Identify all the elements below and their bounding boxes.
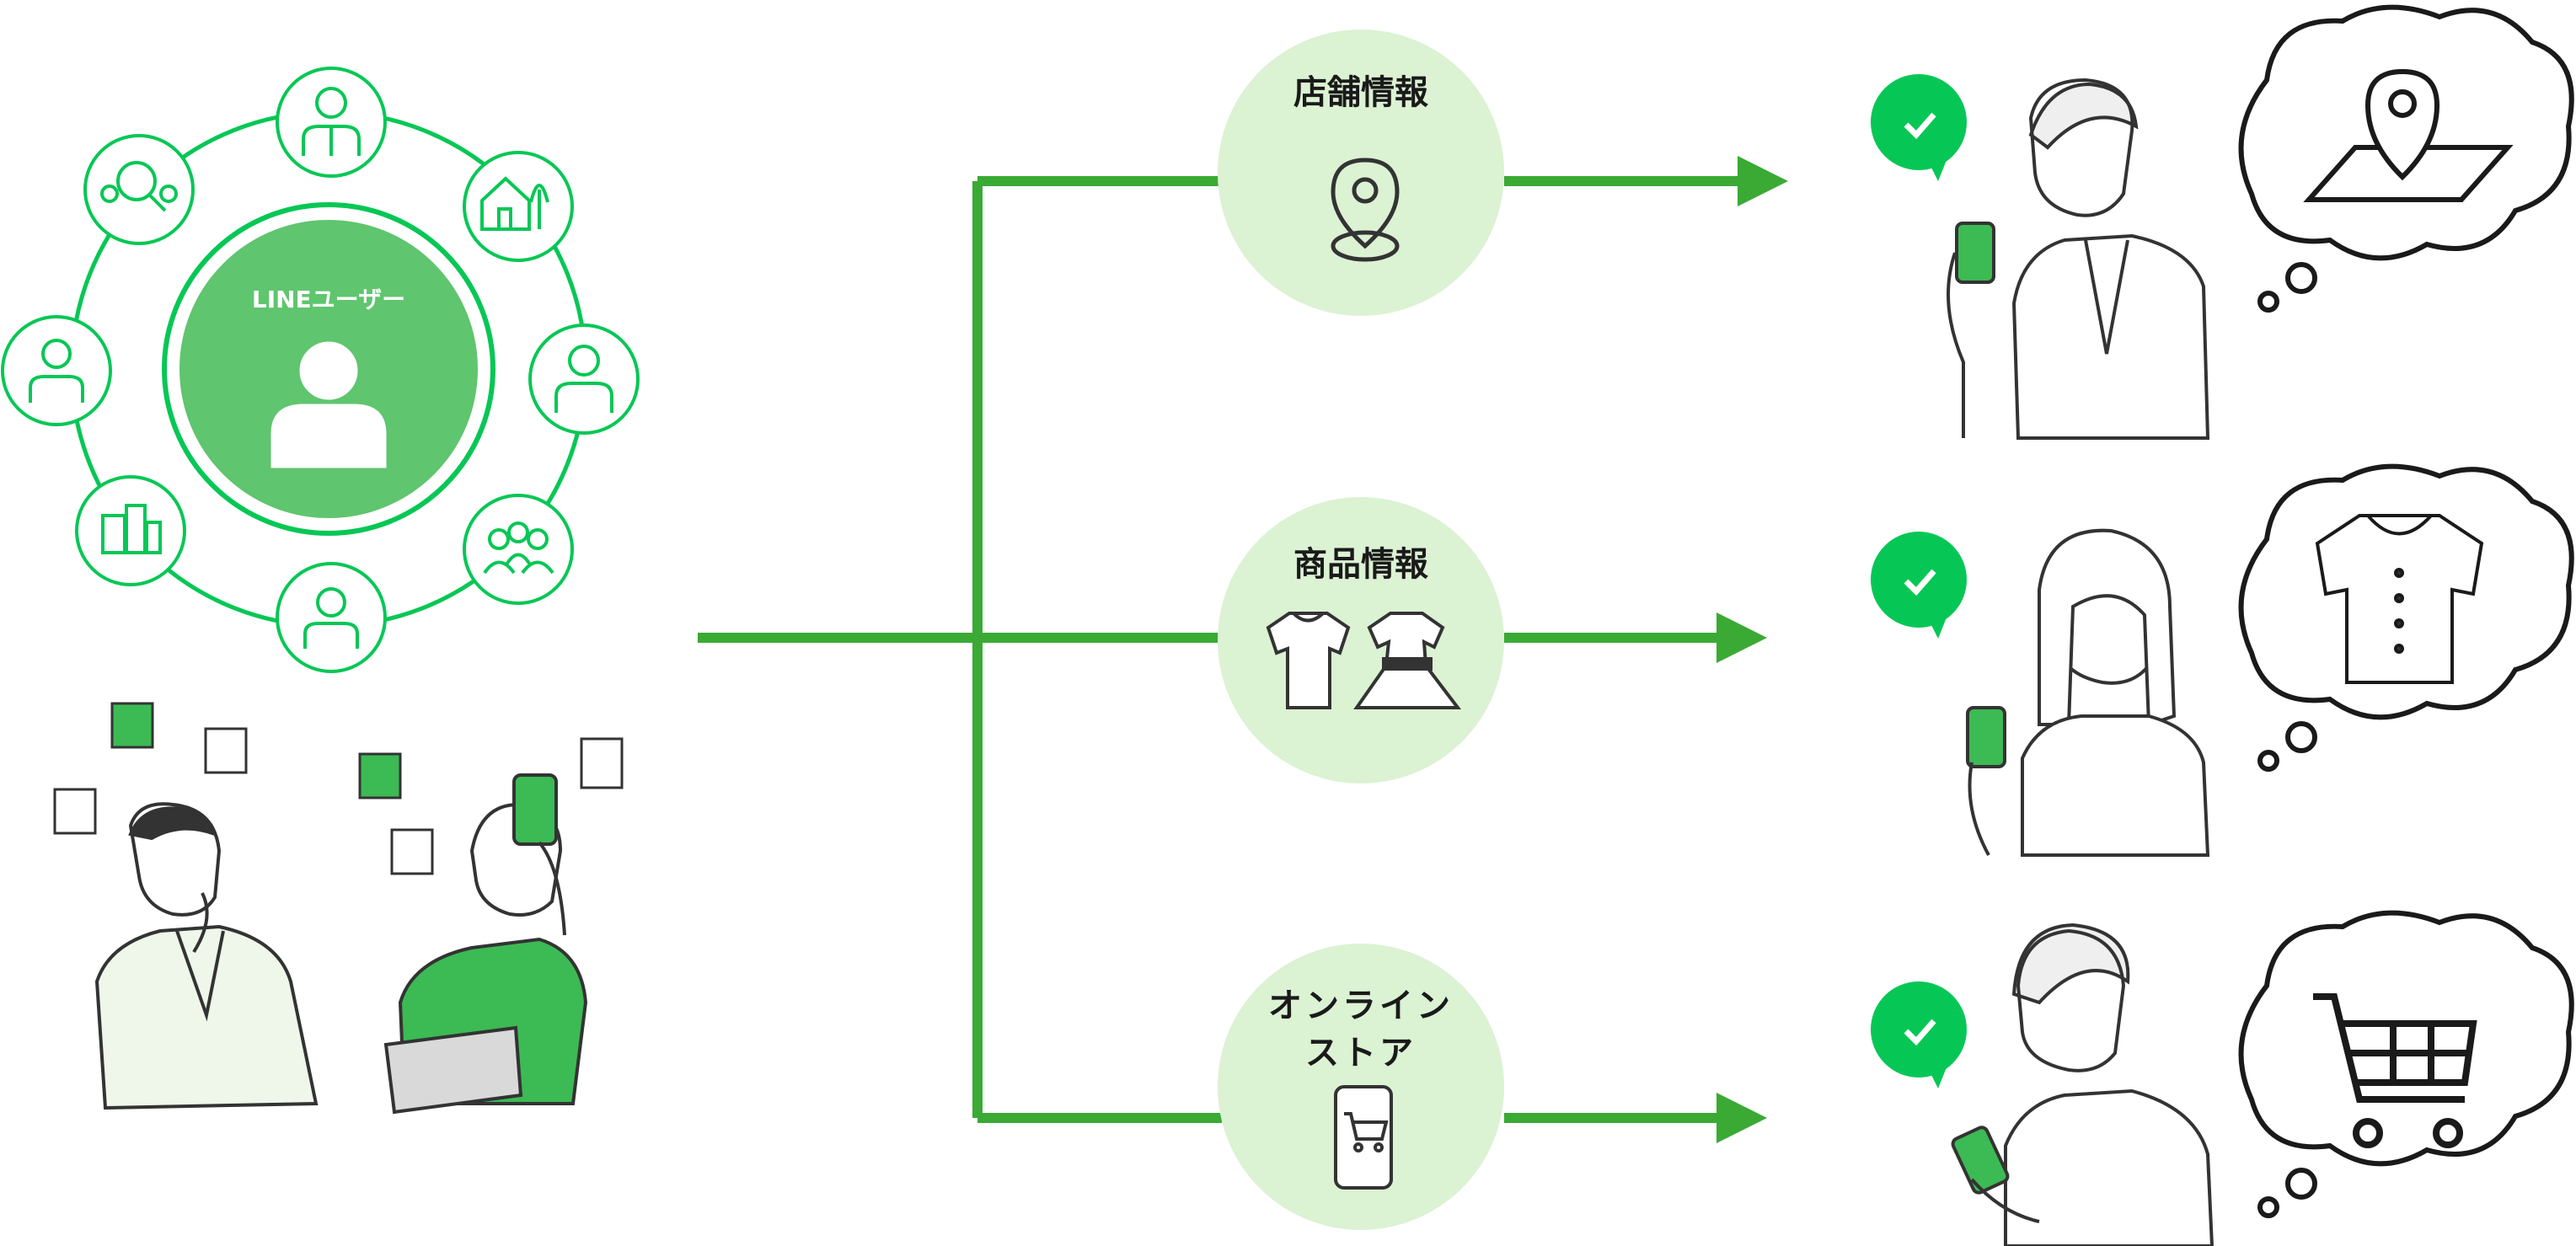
check-badge-icon xyxy=(1871,74,1967,181)
thinking-man xyxy=(94,802,319,1110)
girl-icon xyxy=(1,315,112,426)
clothes-icon xyxy=(1266,612,1462,709)
white-card xyxy=(390,828,434,875)
green-card xyxy=(110,702,154,749)
check-badge-icon xyxy=(1871,981,1967,1088)
check-badge-icon xyxy=(1871,532,1967,639)
white-card xyxy=(53,788,97,835)
category-label: 商品情報 xyxy=(1293,545,1428,584)
phone-woman xyxy=(383,773,588,1115)
hub-satellites xyxy=(1,67,640,673)
white-card xyxy=(204,727,248,774)
businessman-with-phone xyxy=(1947,78,2210,440)
phone-cart-icon xyxy=(1334,1085,1393,1190)
thought-bubble-blouse xyxy=(2238,463,2574,772)
hub-label: LINEユーザー xyxy=(252,286,405,313)
map-location-icon xyxy=(2303,68,2514,202)
category-online-store: オンライン ストア xyxy=(1218,944,1504,1230)
buildings-icon xyxy=(75,475,186,586)
thought-bubble-location xyxy=(2238,4,2574,313)
shopping-cart-icon xyxy=(2313,993,2477,1148)
group-icon xyxy=(463,494,574,605)
map-pin-icon xyxy=(1331,158,1400,262)
house-icon xyxy=(463,151,574,262)
businessman-icon xyxy=(276,67,387,178)
thought-bubble-cart xyxy=(2238,910,2574,1218)
young-man-with-phone xyxy=(1951,922,2215,1246)
line-user-hub: LINEユーザー xyxy=(69,110,588,628)
woman-icon xyxy=(528,324,640,435)
category-label: オンライン xyxy=(1268,987,1454,1025)
white-card xyxy=(580,737,624,789)
check-badges xyxy=(1871,74,1967,1088)
category-label: 店舗情報 xyxy=(1293,73,1428,112)
boy-icon xyxy=(276,562,387,673)
blouse-icon xyxy=(2315,514,2484,684)
woman-with-phone xyxy=(1966,528,2210,857)
user-silhouette-icon xyxy=(270,341,387,468)
search-people-icon xyxy=(83,134,195,245)
category-product-info: 商品情報 xyxy=(1218,497,1504,783)
connectors xyxy=(698,156,1788,1143)
category-store-info: 店舗情報 xyxy=(1218,29,1504,316)
category-label: ストア xyxy=(1305,1034,1417,1072)
people-thinking-illustration xyxy=(53,702,624,1115)
green-card xyxy=(358,752,402,799)
